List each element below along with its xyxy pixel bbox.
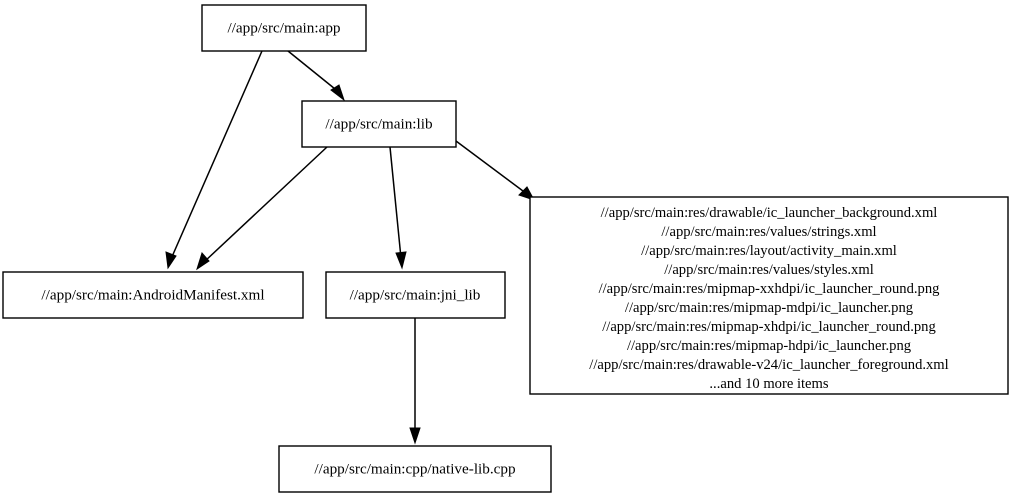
node-app-box[interactable]	[201, 4, 367, 52]
node-jni-lib-label: //app/src/main:jni_lib	[350, 286, 481, 303]
node-res-group-line-7: //app/src/main:res/mipmap-hdpi/ic_launch…	[627, 338, 912, 354]
edge-lib-to-jni-lib	[389, 146, 407, 270]
node-lib-label: //app/src/main:lib	[325, 115, 433, 132]
node-lib[interactable]: //app/src/main:lib	[301, 100, 457, 148]
edge-app-to-lib	[287, 50, 345, 102]
node-layer: //app/src/main:app //app/src/main:lib //…	[2, 4, 1009, 493]
node-lib-box[interactable]	[301, 100, 457, 148]
node-res-group-line-3: //app/src/main:res/values/styles.xml	[664, 262, 874, 278]
node-res-group-line-6: //app/src/main:res/mipmap-xhdpi/ic_launc…	[602, 319, 936, 335]
node-androidmanifest[interactable]: //app/src/main:AndroidManifest.xml	[2, 271, 304, 319]
arrowhead-icon	[165, 251, 177, 270]
node-native-lib-box[interactable]	[278, 445, 552, 493]
edge-app-to-androidmanifest	[165, 50, 263, 270]
edge-lib-to-res-group	[455, 140, 536, 201]
node-res-group[interactable]: //app/src/main:res/drawable/ic_launcher_…	[529, 196, 1009, 395]
node-res-group-line-9: ...and 10 more items	[709, 376, 828, 392]
arrowhead-icon	[395, 251, 407, 270]
arrowhead-icon	[330, 84, 345, 102]
edge-jni-lib-to-native-lib	[409, 318, 421, 445]
edge-line	[389, 146, 402, 259]
node-res-group-line-8: //app/src/main:res/drawable-v24/ic_launc…	[589, 357, 948, 373]
edge-line	[455, 140, 528, 195]
node-androidmanifest-label: //app/src/main:AndroidManifest.xml	[41, 286, 264, 303]
edge-line	[287, 50, 341, 94]
node-res-group-line-4: //app/src/main:res/mipmap-xxhdpi/ic_laun…	[599, 281, 941, 297]
node-res-group-line-5: //app/src/main:res/mipmap-mdpi/ic_launch…	[625, 300, 914, 316]
node-jni-lib[interactable]: //app/src/main:jni_lib	[325, 271, 506, 319]
node-res-group-line-0: //app/src/main:res/drawable/ic_launcher_…	[601, 205, 938, 221]
node-res-group-box[interactable]	[529, 196, 1009, 395]
node-res-group-line-2: //app/src/main:res/layout/activity_main.…	[641, 243, 897, 259]
node-native-lib[interactable]: //app/src/main:cpp/native-lib.cpp	[278, 445, 552, 493]
node-res-group-line-1: //app/src/main:res/values/strings.xml	[661, 224, 876, 240]
edge-line	[203, 146, 328, 263]
edge-lib-to-androidmanifest	[196, 146, 328, 271]
node-jni-lib-box[interactable]	[325, 271, 506, 319]
node-androidmanifest-box[interactable]	[2, 271, 304, 319]
edge-line	[170, 50, 263, 260]
node-app[interactable]: //app/src/main:app	[201, 4, 367, 52]
node-app-label: //app/src/main:app	[227, 19, 340, 36]
node-native-lib-label: //app/src/main:cpp/native-lib.cpp	[314, 460, 515, 477]
arrowhead-icon	[409, 427, 421, 445]
arrowhead-icon	[196, 251, 210, 271]
